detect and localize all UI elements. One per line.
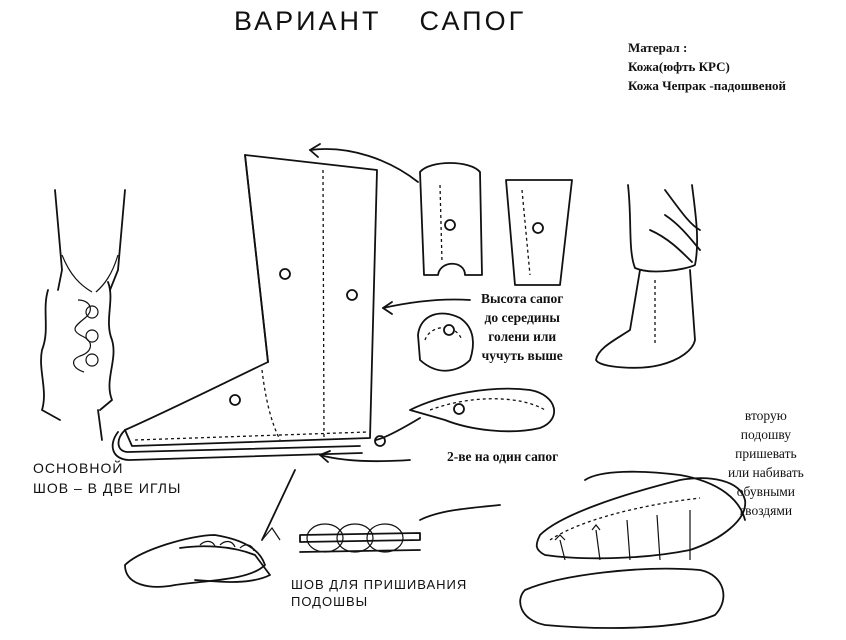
main-seam-sketch — [40, 189, 126, 441]
page-title: ВАРИАНТ САПОГ — [234, 6, 564, 37]
arrow — [309, 148, 419, 183]
sole-note-line: вторую — [744, 408, 787, 423]
sole-note-line: пришевать — [735, 446, 797, 461]
sole-note-line: обувными — [736, 484, 796, 499]
arrow — [382, 298, 471, 309]
top-pieces — [419, 162, 573, 286]
sole-note-line: или набивать — [728, 465, 804, 480]
material-heading: Матерал : — [628, 40, 688, 55]
sole-count-note: 2-ве на один сапог — [447, 449, 559, 464]
piece-mark — [279, 268, 291, 280]
arrow — [319, 454, 411, 463]
heel-piece — [417, 312, 474, 372]
piece-mark — [346, 289, 358, 301]
arrow — [375, 417, 421, 441]
boot-pattern-main — [111, 154, 386, 461]
sole-seam-line: ПОДОШВЫ — [291, 594, 369, 609]
second-sole-note: вторую подошву пришевать или набивать об… — [728, 406, 804, 520]
title-word-2: САПОГ — [419, 6, 527, 36]
main-seam-line: ШОВ – В ДВЕ ИГЛЫ — [33, 480, 182, 496]
sole-note-line: гвоздями — [739, 503, 793, 518]
title-word-1: ВАРИАНТ — [234, 6, 382, 36]
main-seam-label: ОСНОВНОЙ ШОВ – В ДВЕ ИГЛЫ — [33, 458, 181, 498]
height-note-line: голени или — [488, 329, 557, 344]
main-seam-line: ОСНОВНОЙ — [33, 460, 124, 476]
material-note: Матерал : Кожа(юфть КРС) Кожа Чепрак -па… — [628, 38, 786, 95]
sole-note-line: подошву — [740, 427, 792, 442]
material-line-2: Кожа Чепрак -падошвеной — [628, 78, 787, 93]
double-sole-sketch — [519, 470, 746, 629]
height-note-line: чучуть выше — [481, 348, 563, 363]
sole-seam-label: ШОВ ДЛЯ ПРИШИВАНИЯ ПОДОШВЫ — [291, 576, 467, 610]
piece-mark — [229, 394, 241, 406]
sole-seam-sketch — [124, 469, 501, 588]
worn-boot — [595, 184, 701, 369]
sole-piece — [409, 387, 555, 433]
material-line-1: Кожа(юфть КРС) — [628, 59, 730, 74]
height-note: Высота сапог до середины голени или чучу… — [481, 289, 563, 365]
height-note-line: Высота сапог — [481, 291, 564, 306]
height-note-line: до середины — [484, 310, 560, 325]
sole-seam-line: ШОВ ДЛЯ ПРИШИВАНИЯ — [291, 577, 468, 592]
